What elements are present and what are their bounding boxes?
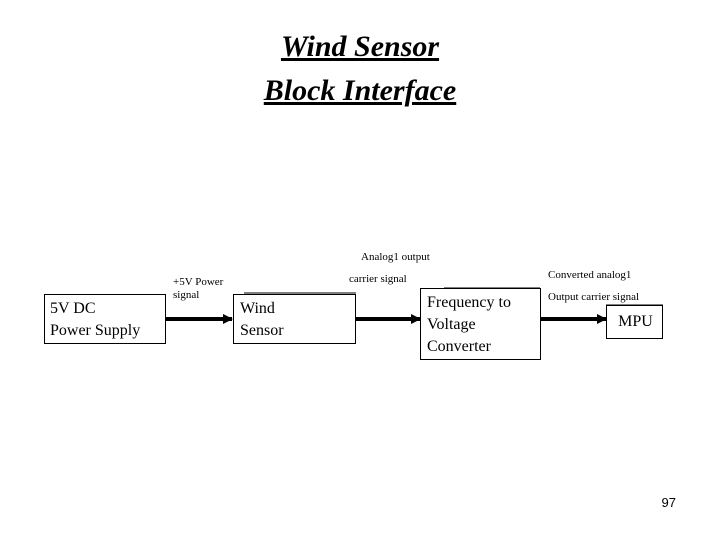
analog-output-label-line-1: Analog1 output: [361, 251, 430, 263]
power-signal-label: +5V Power signal: [173, 276, 224, 301]
mpu-block: MPU: [606, 305, 663, 339]
power-supply-label: 5V DC Power Supply: [50, 300, 141, 339]
page-number: 97: [661, 495, 676, 510]
frequency-to-voltage-label: Frequency to Voltage Converter: [427, 294, 511, 355]
wind-sensor-label: Wind Sensor: [240, 300, 284, 339]
converted-output-label-line-2: Output carrier signal: [548, 291, 640, 303]
slide-title-line-2: Block Interface: [263, 74, 457, 107]
analog-output-label-line-2: carrier signal: [349, 273, 407, 285]
wind-sensor-block: Wind Sensor: [233, 294, 356, 344]
frequency-to-voltage-block: Frequency to Voltage Converter: [420, 288, 541, 360]
converted-output-label-line-1: Converted analog1: [548, 269, 632, 281]
slide-title-line-1: Wind Sensor: [280, 30, 440, 63]
mpu-label: MPU: [618, 313, 653, 330]
power-supply-block: 5V DC Power Supply: [44, 294, 166, 344]
